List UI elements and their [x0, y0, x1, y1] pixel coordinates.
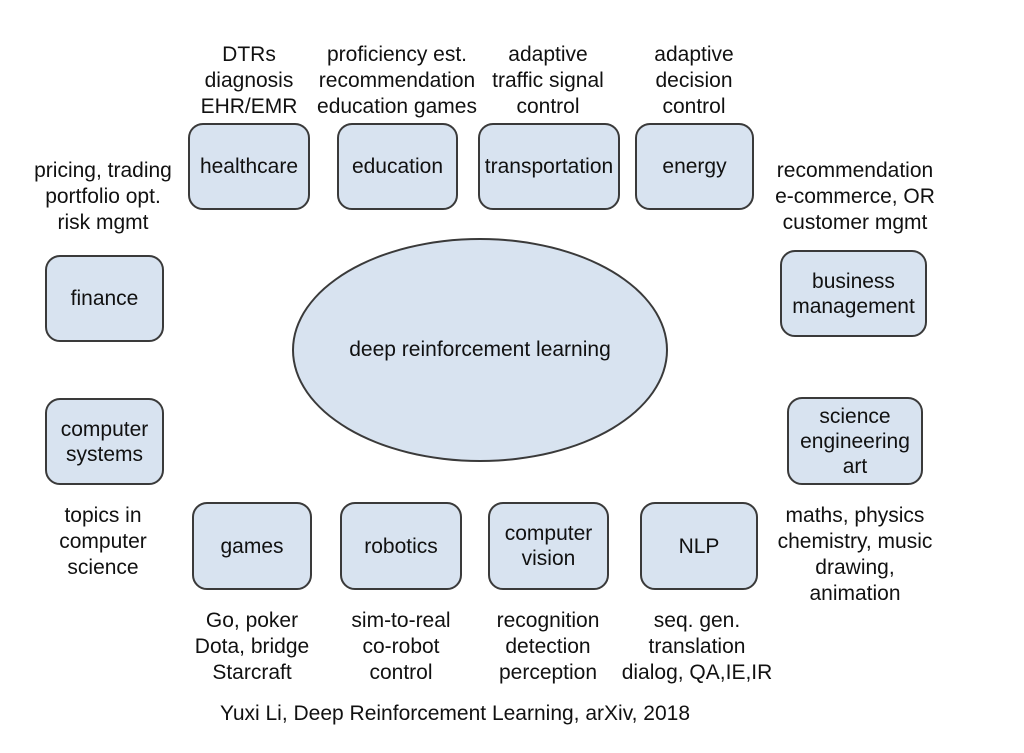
node-science-engineering-art: science engineering art — [787, 397, 923, 485]
node-nlp: NLP — [640, 502, 758, 590]
note-nlp: seq. gen. translation dialog, QA,IE,IR — [621, 609, 773, 684]
node-healthcare: healthcare — [188, 123, 310, 210]
node-computer-systems-label: computer systems — [60, 417, 149, 466]
node-nlp-label: NLP — [678, 534, 720, 558]
node-computer-vision: computer vision — [488, 502, 609, 590]
node-energy-label: energy — [662, 155, 727, 178]
note-business-management: recommendation e-commerce, OR customer m… — [775, 159, 935, 234]
note-games: Go, poker Dota, bridge Starcraft — [194, 609, 310, 684]
node-education-label: education — [351, 155, 444, 178]
node-energy: energy — [635, 123, 754, 210]
note-healthcare: DTRs diagnosis EHR/EMR — [200, 43, 298, 118]
node-games: games — [192, 502, 312, 590]
node-science-engineering-art-label: science engineering art — [800, 404, 910, 478]
note-science-engineering-art: maths, physics chemistry, music drawing,… — [777, 504, 933, 605]
node-deep-reinforcement-learning-label: deep reinforcement learning — [349, 338, 611, 361]
note-education: proficiency est. recommendation educatio… — [317, 43, 477, 118]
note-robotics: sim-to-real co-robot control — [351, 609, 451, 684]
note-computer-vision: recognition detection perception — [496, 609, 600, 684]
node-deep-reinforcement-learning: deep reinforcement learning — [292, 238, 668, 462]
note-energy: adaptive decision control — [654, 43, 734, 118]
diagram-caption: Yuxi Li, Deep Reinforcement Learning, ar… — [219, 702, 691, 725]
node-finance-label: finance — [70, 287, 139, 310]
node-business-management: business management — [780, 250, 927, 337]
node-education: education — [337, 123, 458, 210]
node-finance: finance — [45, 255, 164, 342]
node-healthcare-label: healthcare — [199, 155, 299, 178]
note-transportation: adaptive traffic signal control — [492, 43, 604, 118]
node-transportation-label: transportation — [484, 155, 614, 178]
note-finance: pricing, trading portfolio opt. risk mgm… — [34, 159, 172, 234]
node-games-label: games — [220, 534, 284, 558]
node-robotics-label: robotics — [364, 534, 438, 558]
node-robotics: robotics — [340, 502, 462, 590]
node-business-management-label: business management — [792, 269, 915, 318]
note-computer-systems: topics in computer science — [59, 504, 147, 579]
node-transportation: transportation — [478, 123, 620, 210]
node-computer-systems: computer systems — [45, 398, 164, 485]
node-computer-vision-label: computer vision — [504, 522, 593, 570]
